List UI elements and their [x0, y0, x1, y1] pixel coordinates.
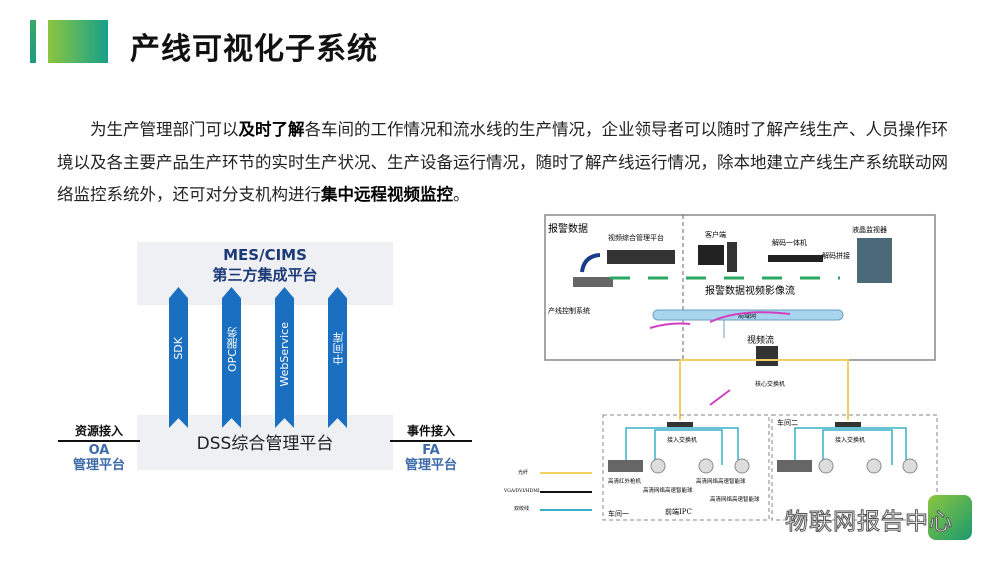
- arrow-label: SDK: [172, 337, 185, 360]
- text: 各车间的工作情况和流水线的生产情况，企业领导者可以随时了解产线生产、人员操作环境…: [57, 120, 948, 204]
- arrow-label: 中间库: [332, 332, 345, 365]
- video-stream-label: 视频流: [747, 334, 774, 346]
- arrow-left-icon: [390, 440, 472, 442]
- dss-title: DSS综合管理平台: [196, 434, 334, 454]
- core-switch-icon: [756, 346, 778, 366]
- dome-camera-icon: [866, 458, 882, 474]
- access-switch-label: 接入交换机: [667, 436, 697, 444]
- curved-arrow-icon: [580, 253, 601, 273]
- title-accent-bar: [30, 20, 36, 63]
- bullet-camera-icon: [608, 460, 643, 472]
- decoder-icon: [768, 255, 823, 262]
- access-switch-label: 接入交换机: [835, 436, 865, 444]
- twisted-links: [625, 427, 739, 465]
- dss-platform-box: DSS综合管理平台: [137, 415, 393, 470]
- camera-label: 高清网络高速智能球: [696, 477, 746, 485]
- fa-input-label: 事件接入: [406, 424, 455, 438]
- camera-label: 高清网络高速智能球: [710, 495, 760, 503]
- dome-camera-icon: [650, 458, 666, 474]
- mes-subtitle: 第三方集成平台: [212, 266, 318, 284]
- mes-title: MES/CIMS: [223, 246, 307, 264]
- flow-label: 报警数据视频影像流: [705, 284, 795, 297]
- access-switch-icon: [835, 422, 861, 427]
- workshop2-label: 车间二: [777, 418, 798, 427]
- lan-label: 局域网: [738, 312, 756, 320]
- video-platform-label: 视频综合管理平台: [608, 233, 664, 242]
- workshop1-box: [602, 414, 770, 521]
- workshop1-label: 车间一: [608, 509, 629, 518]
- fiber-links: [679, 359, 849, 420]
- oa-name: OA: [88, 443, 110, 458]
- arrow-right-icon: [58, 440, 140, 442]
- decoder-label: 解码一体机: [772, 238, 807, 247]
- alarm-data-label: 报警数据: [548, 222, 588, 235]
- oa-input-label: 资源接入: [74, 424, 123, 438]
- dome-camera-icon: [734, 458, 750, 474]
- core-switch-label: 核心交换机: [755, 380, 785, 388]
- network-diagram: 报警数据 视频综合管理平台 产线控制系统 客户端 解码一体机 解码拼接 液晶监视…: [503, 214, 938, 521]
- workshop1: 接入交换机 高清红外枪机 高清网络高速智能球 高清网络高速智能球 高清网络高速智…: [608, 422, 760, 518]
- controller-icon: [573, 277, 613, 287]
- server-icon: [607, 250, 675, 264]
- watermark-logo-icon: [928, 495, 972, 540]
- arrow-sdk: SDK: [169, 287, 188, 428]
- access-switch-icon: [667, 422, 693, 427]
- decode-splice-label: 解码拼接: [822, 251, 850, 260]
- fa-sub: 管理平台: [404, 458, 457, 473]
- arrow-opc: OPC服务: [222, 287, 241, 428]
- arrow-webservice: WebService: [275, 287, 294, 428]
- twisted-links: [794, 427, 907, 465]
- lcd-label: 液晶监视器: [852, 225, 887, 234]
- line-control-label: 产线控制系统: [548, 306, 590, 315]
- text: 。: [453, 185, 470, 204]
- magenta-flow: [649, 311, 791, 329]
- text: 为生产管理部门可以: [90, 120, 239, 139]
- arrow-label: OPC服务: [226, 327, 239, 372]
- dome-camera-icon: [902, 458, 918, 474]
- camera-label: 高清红外枪机: [608, 477, 642, 485]
- bold-text: 集中远程视频监控: [321, 185, 453, 204]
- legend-fiber-label: 光纤: [518, 469, 528, 476]
- oa-input: 资源接入 OA 管理平台: [58, 422, 140, 473]
- oa-sub: 管理平台: [72, 458, 125, 473]
- legend-vga-label: VGA/DVI/HDMI: [503, 488, 540, 494]
- lan-pipe: [652, 309, 844, 321]
- watermark-text: 物联网报告中心: [785, 509, 953, 536]
- title-accent-block: [48, 20, 108, 63]
- dome-camera-icon: [818, 458, 834, 474]
- camera-label: 高清网络高速智能球: [643, 486, 693, 494]
- workshop2: 接入交换机 车间二: [777, 418, 918, 474]
- page-title: 产线可视化子系统: [130, 32, 378, 67]
- legend: 光纤 VGA/DVI/HDMI 双绞线: [503, 469, 592, 512]
- monitor-wall-icon: [857, 238, 892, 283]
- workshop2-box: [771, 414, 938, 521]
- dome-camera-icon: [698, 458, 714, 474]
- bullet-camera-icon: [777, 460, 812, 472]
- bold-text: 及时了解: [238, 120, 305, 139]
- client-label: 客户端: [705, 230, 726, 239]
- arrow-label: WebService: [278, 322, 291, 387]
- fa-name: FA: [422, 443, 440, 458]
- computer-icon: [698, 245, 724, 265]
- arrow-middleware: 中间库: [328, 287, 347, 428]
- legend-twisted-label: 双绞线: [514, 505, 529, 512]
- front-ipc-label: 前端IPC: [665, 507, 692, 516]
- fa-input: 事件接入 FA 管理平台: [390, 422, 472, 473]
- description-paragraph: 为生产管理部门可以及时了解各车间的工作情况和流水线的生产情况，企业领导者可以随时…: [57, 114, 952, 212]
- tower-icon: [727, 242, 737, 272]
- magenta-arrow: [709, 389, 731, 406]
